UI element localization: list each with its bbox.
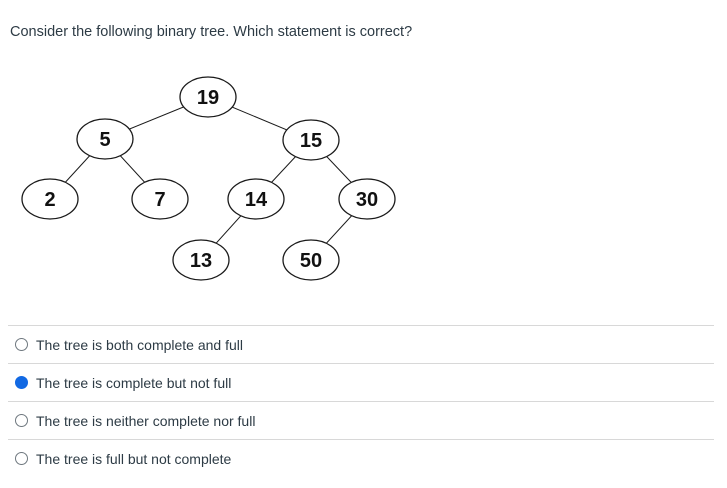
answer-option[interactable]: The tree is full but not complete [8, 439, 714, 477]
tree-node-label-19: 19 [197, 87, 219, 109]
tree-node-7 [131, 178, 189, 220]
radio-button-icon[interactable] [15, 338, 28, 351]
answer-option[interactable]: The tree is neither complete nor full [8, 401, 714, 439]
tree-node-label-50: 50 [300, 250, 322, 272]
tree-node-5 [76, 118, 134, 160]
answer-option-label: The tree is neither complete nor full [36, 412, 256, 429]
tree-node-15 [282, 119, 340, 161]
tree-node-2 [21, 178, 79, 220]
tree-node-label-13: 13 [190, 250, 212, 272]
answer-option-label: The tree is both complete and full [36, 336, 244, 353]
tree-node-label-5: 5 [99, 129, 110, 151]
answer-option[interactable]: The tree is complete but not full [8, 363, 714, 401]
tree-node-label-2: 2 [44, 189, 55, 211]
tree-node-14 [227, 178, 285, 220]
tree-node-label-15: 15 [300, 130, 322, 152]
radio-button-icon[interactable] [15, 452, 28, 465]
tree-node-label-14: 14 [245, 189, 268, 211]
radio-button-icon[interactable] [15, 414, 28, 427]
radio-button-icon[interactable] [15, 376, 28, 389]
answer-option-label: The tree is complete but not full [36, 374, 232, 391]
tree-node-label-7: 7 [154, 189, 165, 211]
tree-node-50 [282, 239, 340, 281]
tree-node-30 [338, 178, 396, 220]
binary-tree-diagram: 19 5 15 2 7 14 30 13 50 [21, 76, 396, 281]
answer-options-list: The tree is both complete and full The t… [8, 325, 714, 477]
question-text: Consider the following binary tree. Whic… [10, 24, 413, 40]
answer-option-label: The tree is full but not complete [36, 450, 232, 467]
tree-node-label-30: 30 [356, 189, 378, 211]
answer-option[interactable]: The tree is both complete and full [8, 325, 714, 363]
tree-node-13 [172, 239, 230, 281]
tree-node-19 [179, 76, 237, 118]
